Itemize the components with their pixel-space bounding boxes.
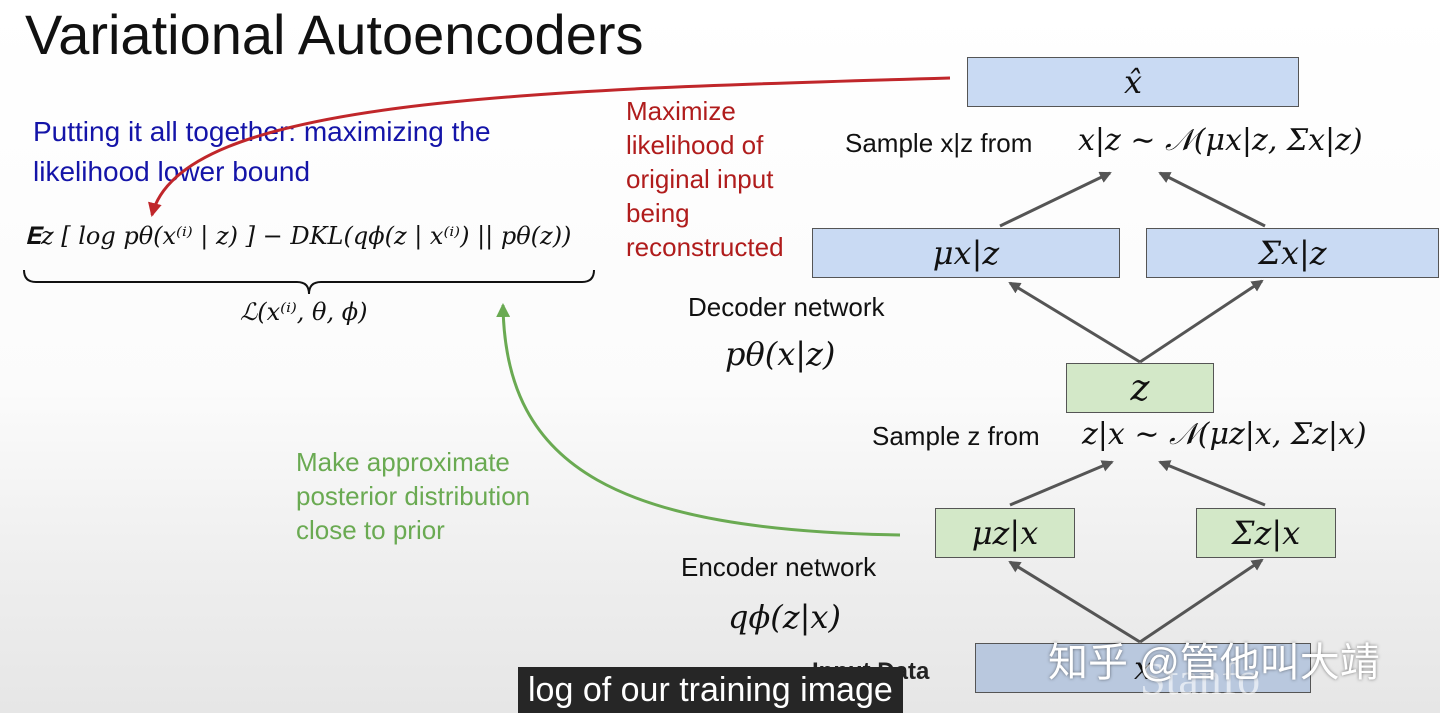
- mu-x-box: μx|z: [812, 228, 1120, 278]
- sample-z-math: z|x ∼ 𝒩(μz|x, Σz|x): [1082, 417, 1367, 452]
- arrow-sigma-x-sample: [1158, 171, 1266, 228]
- decoder-math: pθ(x|z): [725, 335, 836, 373]
- elbo-formula: 𝐄z [ log pθ(x⁽ⁱ⁾ | z) ] − DKL(qϕ(z | x⁽ⁱ…: [25, 222, 572, 250]
- mu-z-box: μz|x: [935, 508, 1075, 558]
- kl-caption: Make approximate posterior distribution …: [296, 447, 531, 545]
- slide-title: Variational Autoencoders: [25, 3, 644, 66]
- reconstruction-caption: Maximize likelihood of original input be…: [626, 96, 784, 262]
- underbrace: [23, 269, 595, 295]
- stanford-watermark: Stanfo: [1140, 653, 1261, 704]
- decoder-label: Decoder network: [688, 292, 885, 322]
- sigma-x-box: Σx|z: [1146, 228, 1439, 278]
- video-subtitle: log of our training image: [518, 667, 903, 713]
- sample-z-label: Sample z from: [872, 421, 1040, 451]
- green-arrow: [496, 303, 901, 537]
- arrow-z-sigma-x: [1139, 279, 1264, 364]
- arrow-mu-x-sample: [999, 171, 1112, 228]
- red-arrow: [148, 76, 951, 217]
- x-hat-box: x̂: [967, 57, 1299, 107]
- encoder-label: Encoder network: [681, 552, 877, 582]
- z-box: z: [1066, 363, 1214, 413]
- arrow-sigma-z-sample: [1158, 460, 1266, 507]
- zhihu-watermark: 知乎 @管他叫大靖: [1048, 641, 1380, 685]
- arrow-input-mu-z: [1008, 560, 1141, 644]
- arrow-z-mu-x: [1008, 281, 1141, 364]
- input-data-box: x: [975, 643, 1311, 693]
- arrow-mu-z-sample: [1009, 460, 1114, 507]
- sigma-z-box: Σz|x: [1196, 508, 1336, 558]
- sample-x-label: Sample x|z from: [845, 128, 1033, 158]
- arrow-input-sigma-z: [1139, 558, 1264, 644]
- sample-x-math: x|z ∼ 𝒩(μx|z, Σx|z): [1078, 123, 1363, 158]
- lower-bound-function: ℒ(x⁽ⁱ⁾, θ, ϕ): [240, 298, 368, 326]
- lower-bound-caption: Putting it all together: maximizing the …: [33, 116, 491, 187]
- encoder-math: qϕ(z|x): [728, 598, 841, 636]
